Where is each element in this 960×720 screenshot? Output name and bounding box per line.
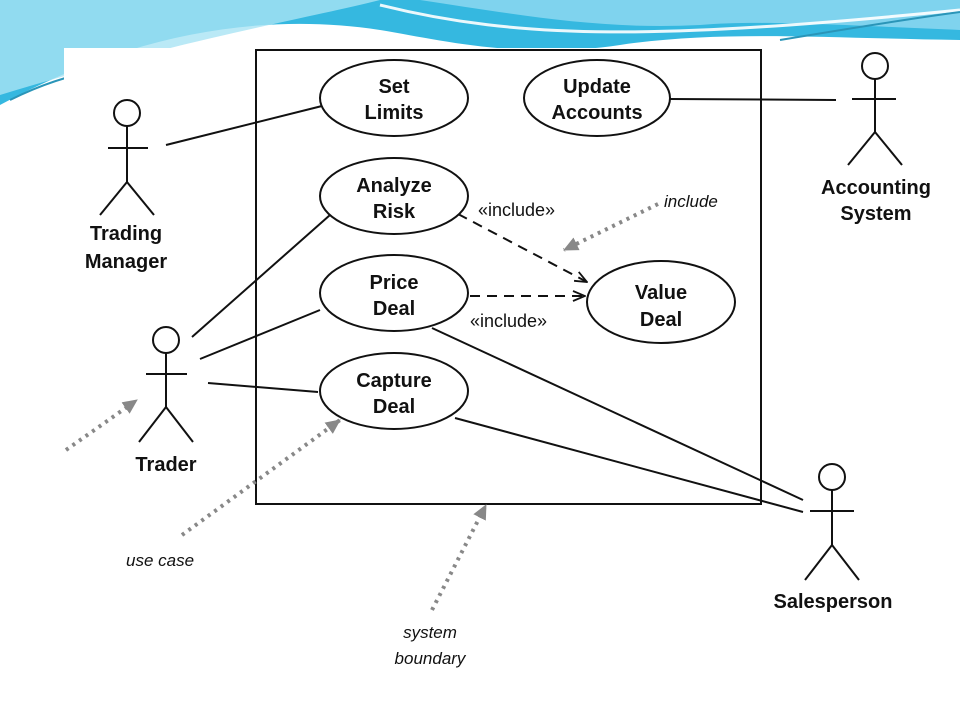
accounting-system-label-1: Accounting	[821, 177, 931, 199]
system-boundary-annotation-2: boundary	[395, 649, 467, 668]
include-stereotype-2: «include»	[470, 311, 547, 331]
analyze-risk-label-1: Analyze	[356, 175, 432, 197]
include-arrow-analyze-risk	[457, 213, 587, 282]
analyze-risk-label-2: Risk	[373, 201, 416, 223]
system-boundary-annotation-1: system	[403, 623, 457, 642]
assoc-update-accounts-accounting-system	[669, 98, 837, 101]
price-deal-label-2: Deal	[373, 298, 415, 320]
set-limits-label-1: Set	[378, 76, 409, 98]
assoc-trader-capture-deal	[207, 382, 319, 393]
update-accounts-label-2: Accounts	[551, 102, 642, 124]
accounting-system-label-2: System	[840, 203, 911, 225]
use-case-update-accounts	[523, 59, 671, 137]
use-case-analyze-risk	[319, 157, 469, 235]
price-deal-label-1: Price	[370, 272, 419, 294]
value-deal-label-1: Value	[635, 282, 687, 304]
include-dependencies	[457, 213, 587, 296]
pointer-use-case	[180, 418, 342, 537]
trader-label: Trader	[135, 454, 196, 476]
use-case-annotation: use case	[126, 551, 194, 570]
associations	[165, 98, 837, 513]
system-boundary	[255, 49, 762, 505]
set-limits-label-2: Limits	[365, 102, 424, 124]
pointer-actor	[64, 398, 139, 452]
annotation-pointers	[64, 202, 659, 611]
use-case-price-deal	[319, 254, 469, 332]
use-case-capture-deal	[319, 352, 469, 430]
use-case-value-deal	[586, 260, 736, 344]
pointer-system-boundary	[430, 504, 488, 611]
include-stereotype-1: «include»	[478, 200, 555, 220]
figure-panel	[64, 48, 960, 720]
trading-manager-label-2: Manager	[85, 251, 167, 273]
assoc-trader-price-deal	[199, 309, 321, 360]
capture-deal-label-2: Deal	[373, 396, 415, 418]
use-case-set-limits	[319, 59, 469, 137]
capture-deal-label-1: Capture	[356, 370, 432, 392]
actor-salesperson-figure	[804, 463, 860, 581]
salesperson-label: Salesperson	[774, 591, 893, 613]
pointer-include	[563, 202, 659, 252]
assoc-trader-analyze-risk	[191, 214, 331, 338]
value-deal-label-2: Deal	[640, 309, 682, 331]
actor-accounting-system-figure	[847, 52, 903, 166]
trading-manager-label-1: Trading	[90, 223, 162, 245]
include-annotation: include	[664, 192, 718, 211]
assoc-capture-deal-salesperson	[454, 417, 804, 513]
actor-trader-figure	[138, 326, 194, 443]
use-case-shapes	[319, 59, 736, 430]
assoc-trading-manager-set-limits	[165, 105, 323, 146]
actor-trading-manager-figure	[99, 99, 155, 216]
update-accounts-label-1: Update	[563, 76, 631, 98]
assoc-price-deal-salesperson	[431, 327, 804, 501]
